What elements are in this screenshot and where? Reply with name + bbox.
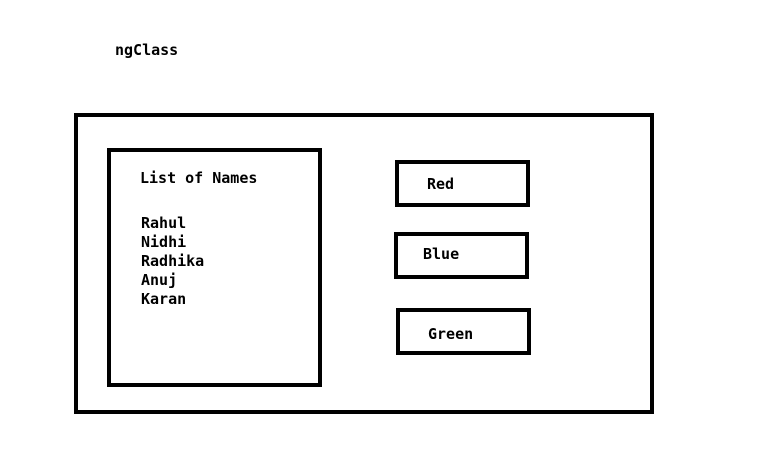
green-button[interactable]: Green — [396, 308, 531, 355]
list-item: Rahul — [141, 214, 187, 232]
list-item: Nidhi — [141, 233, 187, 251]
list-item: Karan — [141, 290, 187, 308]
red-button-label: Red — [427, 175, 455, 193]
blue-button[interactable]: Blue — [394, 232, 529, 279]
blue-button-label: Blue — [423, 245, 460, 263]
red-button[interactable]: Red — [395, 160, 530, 207]
outer-frame — [74, 113, 654, 414]
list-item: Radhika — [141, 252, 205, 270]
names-list: Rahul Nidhi Radhika Anuj Karan — [141, 214, 204, 309]
names-panel — [107, 148, 322, 387]
green-button-label: Green — [428, 325, 474, 343]
page-title: ngClass — [115, 41, 179, 59]
list-item: Anuj — [141, 271, 178, 289]
names-list-heading: List of Names — [140, 169, 258, 187]
